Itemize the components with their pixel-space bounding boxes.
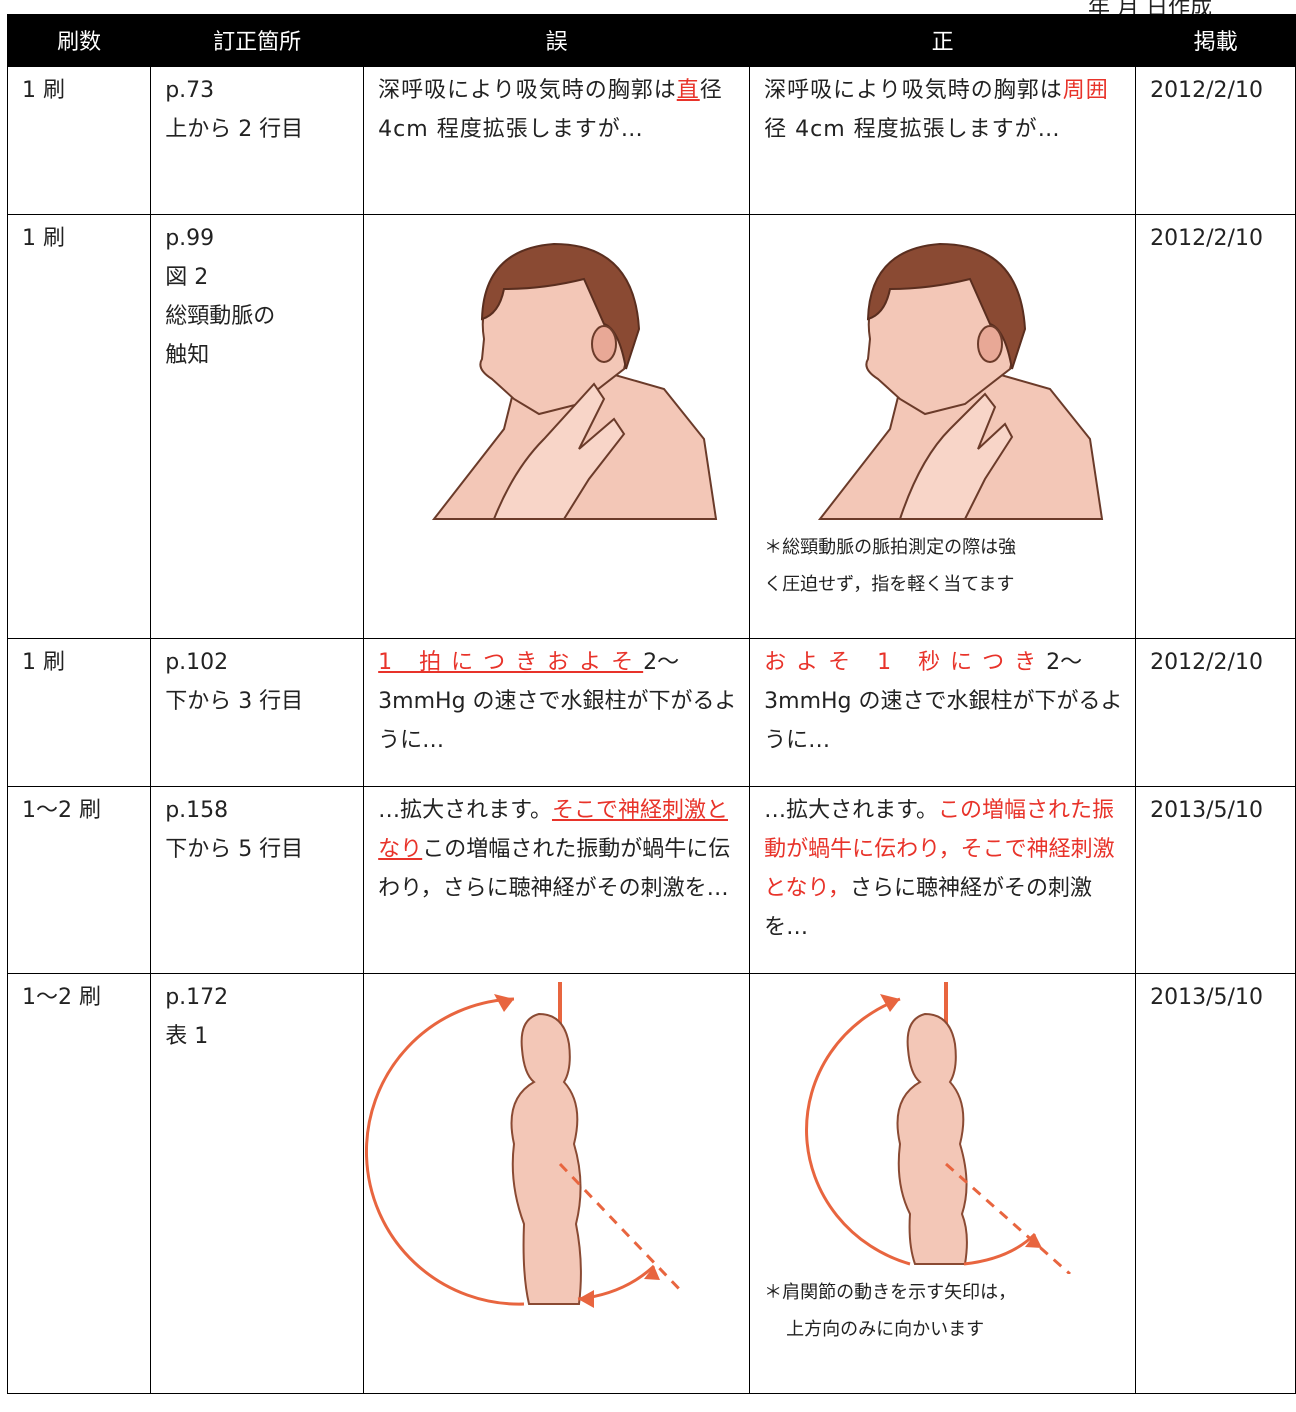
location-line: 下から 5 行目 xyxy=(165,837,304,862)
text-part: 2～3mmHg の速さで水銀柱が下がるように… xyxy=(378,650,737,753)
correct-cell: …拡大されます。この増幅された振動が蝸牛に伝わり，そこで神経刺激となり，さらに聴… xyxy=(749,786,1137,974)
correct-highlight: この増幅された振動が蝸牛に伝わり，そこで神経刺激となり， xyxy=(764,798,1115,901)
location-line: p.102 xyxy=(165,650,229,675)
print-cell: 1 刷 xyxy=(6,638,152,787)
shoulder-motion-figure-correct xyxy=(805,982,1072,1274)
wrong-figure-cell xyxy=(363,214,751,639)
location-cell: p.99 図 2 総頸動脈の 触知 xyxy=(150,214,365,639)
location-cell: p.172 表 1 xyxy=(150,973,365,1394)
date-cell: 2012/2/10 xyxy=(1135,638,1296,787)
text-part: …拡大されます。 xyxy=(378,798,552,823)
date-cell: 2013/5/10 xyxy=(1135,786,1296,974)
location-line: 図 2 xyxy=(165,265,209,290)
errata-table: 刷数 訂正箇所 誤 正 掲載 1 刷 p.73 上から 2 行目 深呼吸により吸… xyxy=(6,14,1296,1394)
wrong-cell: 深呼吸により吸気時の胸郭は直径 4cm 程度拡張しますが… xyxy=(363,66,751,215)
print-cell: 1 刷 xyxy=(6,66,152,215)
carotid-palpation-figure-wrong xyxy=(432,242,718,520)
text-part: …拡大されます。 xyxy=(764,798,938,823)
text-part: 深呼吸により吸気時の胸郭は xyxy=(378,78,677,103)
correct-highlight: 周囲 xyxy=(1062,78,1109,103)
correct-figure-cell: ＊肩関節の動きを示す矢印は， 上方向のみに向かいます xyxy=(749,973,1137,1394)
text-part: 径 4cm 程度拡張しますが… xyxy=(764,117,1061,142)
correct-figure-cell: ＊総頸動脈の脈拍測定の際は強 く圧迫せず，指を軽く当てます xyxy=(749,214,1137,639)
header-print: 刷数 xyxy=(6,14,152,67)
print-cell: 1～2 刷 xyxy=(6,786,152,974)
date-cell: 2013/5/10 xyxy=(1135,973,1296,1394)
text-part: 深呼吸により吸気時の胸郭は xyxy=(764,78,1063,103)
date-cell: 2012/2/10 xyxy=(1135,66,1296,215)
wrong-highlight: 1 拍につきおよそ xyxy=(378,650,644,675)
table-header-row: 刷数 訂正箇所 誤 正 掲載 xyxy=(6,14,1296,67)
carotid-palpation-figure-correct xyxy=(818,242,1104,520)
location-line: 下から 3 行目 xyxy=(165,689,304,714)
table-row: 1～2 刷 p.158 下から 5 行目 …拡大されます。そこで神経刺激となりこ… xyxy=(6,786,1296,974)
correct-highlight: およそ 1 秒につき xyxy=(764,650,1047,675)
text-part: この増幅された振動が蝸牛に伝わり，さらに聴神経がその刺激を… xyxy=(378,837,731,901)
wrong-figure-cell xyxy=(363,973,751,1394)
location-line: p.99 xyxy=(165,226,215,251)
location-line: p.172 xyxy=(165,985,229,1010)
header-wrong: 誤 xyxy=(363,14,751,67)
location-cell: p.158 下から 5 行目 xyxy=(150,786,365,974)
location-line: 表 1 xyxy=(165,1024,209,1049)
print-cell: 1 刷 xyxy=(6,214,152,639)
note-line: 上方向のみに向かいます xyxy=(786,1319,985,1340)
location-line: 上から 2 行目 xyxy=(165,117,304,142)
correct-cell: 深呼吸により吸気時の胸郭は周囲径 4cm 程度拡張しますが… xyxy=(749,66,1137,215)
location-line: 触知 xyxy=(165,343,210,368)
wrong-cell: 1 拍につきおよそ2～3mmHg の速さで水銀柱が下がるように… xyxy=(363,638,751,787)
print-cell: 1～2 刷 xyxy=(6,973,152,1394)
correct-cell: およそ 1 秒につき2～3mmHg の速さで水銀柱が下がるように… xyxy=(749,638,1137,787)
note-line: ＊総頸動脈の脈拍測定の際は強 xyxy=(764,537,1017,558)
header-location: 訂正箇所 xyxy=(150,14,365,67)
location-line: p.158 xyxy=(165,798,229,823)
table-row: 1 刷 p.73 上から 2 行目 深呼吸により吸気時の胸郭は直径 4cm 程度… xyxy=(6,66,1296,215)
shoulder-motion-figure-wrong xyxy=(365,982,686,1308)
note-line: く圧迫せず，指を軽く当てます xyxy=(764,574,1015,595)
note-line: ＊肩関節の動きを示す矢印は， xyxy=(764,1282,1017,1303)
date-cell: 2012/2/10 xyxy=(1135,214,1296,639)
wrong-highlight: そこで神経刺激となり xyxy=(378,798,728,862)
location-line: 総頸動脈の xyxy=(165,304,276,329)
header-correct: 正 xyxy=(749,14,1137,67)
table-row: 1 刷 p.99 図 2 総頸動脈の 触知 xyxy=(6,214,1296,639)
location-cell: p.73 上から 2 行目 xyxy=(150,66,365,215)
text-part: 2～3mmHg の速さで水銀柱が下がるように… xyxy=(764,650,1123,753)
location-cell: p.102 下から 3 行目 xyxy=(150,638,365,787)
table-row: 1～2 刷 p.172 表 1 xyxy=(6,973,1296,1394)
wrong-highlight: 直 xyxy=(676,78,700,103)
header-date: 掲載 xyxy=(1135,14,1296,67)
location-line: p.73 xyxy=(165,78,215,103)
wrong-cell: …拡大されます。そこで神経刺激となりこの増幅された振動が蝸牛に伝わり，さらに聴神… xyxy=(363,786,751,974)
text-part: さらに聴神経がその刺激を… xyxy=(764,876,1092,940)
text-part: 径 4cm 程度拡張しますが… xyxy=(378,78,723,142)
table-row: 1 刷 p.102 下から 3 行目 1 拍につきおよそ2～3mmHg の速さで… xyxy=(6,638,1296,787)
